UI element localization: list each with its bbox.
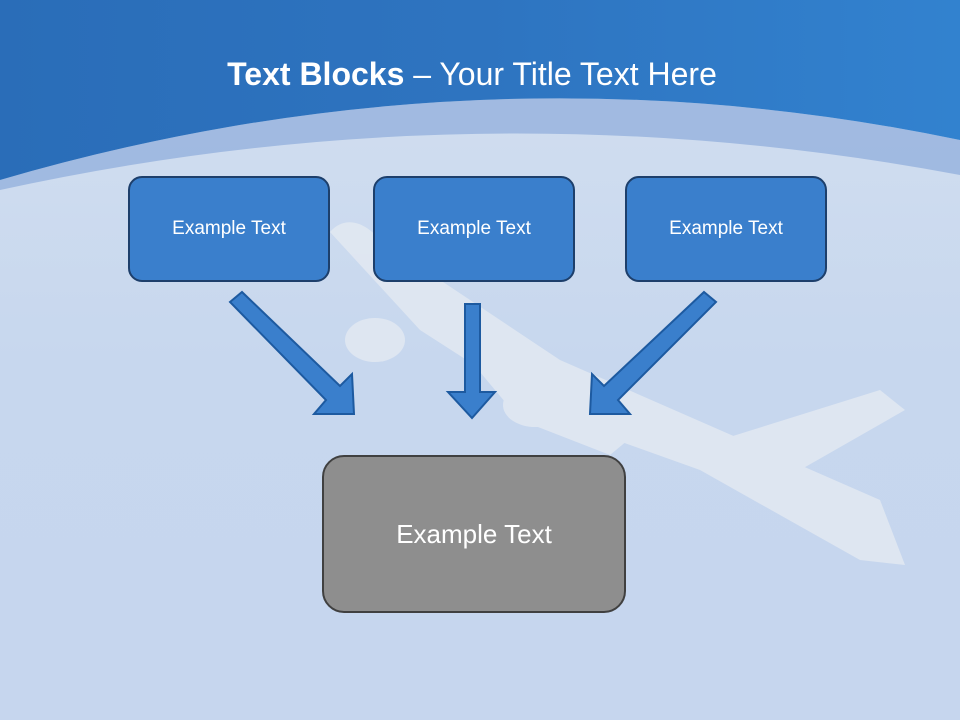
- arrow-right: [588, 290, 718, 415]
- arrow-left: [228, 290, 356, 415]
- text-block-3: Example Text: [625, 176, 827, 282]
- title-dash: –: [404, 56, 440, 92]
- slide-title: Text Blocks – Your Title Text Here: [0, 52, 944, 96]
- text-block-2: Example Text: [373, 176, 575, 282]
- title-rest: Your Title Text Here: [439, 56, 717, 92]
- arrow-center: [445, 303, 498, 420]
- title-bold-part: Text Blocks: [227, 56, 405, 92]
- text-block-1: Example Text: [128, 176, 330, 282]
- result-block: Example Text: [322, 455, 626, 613]
